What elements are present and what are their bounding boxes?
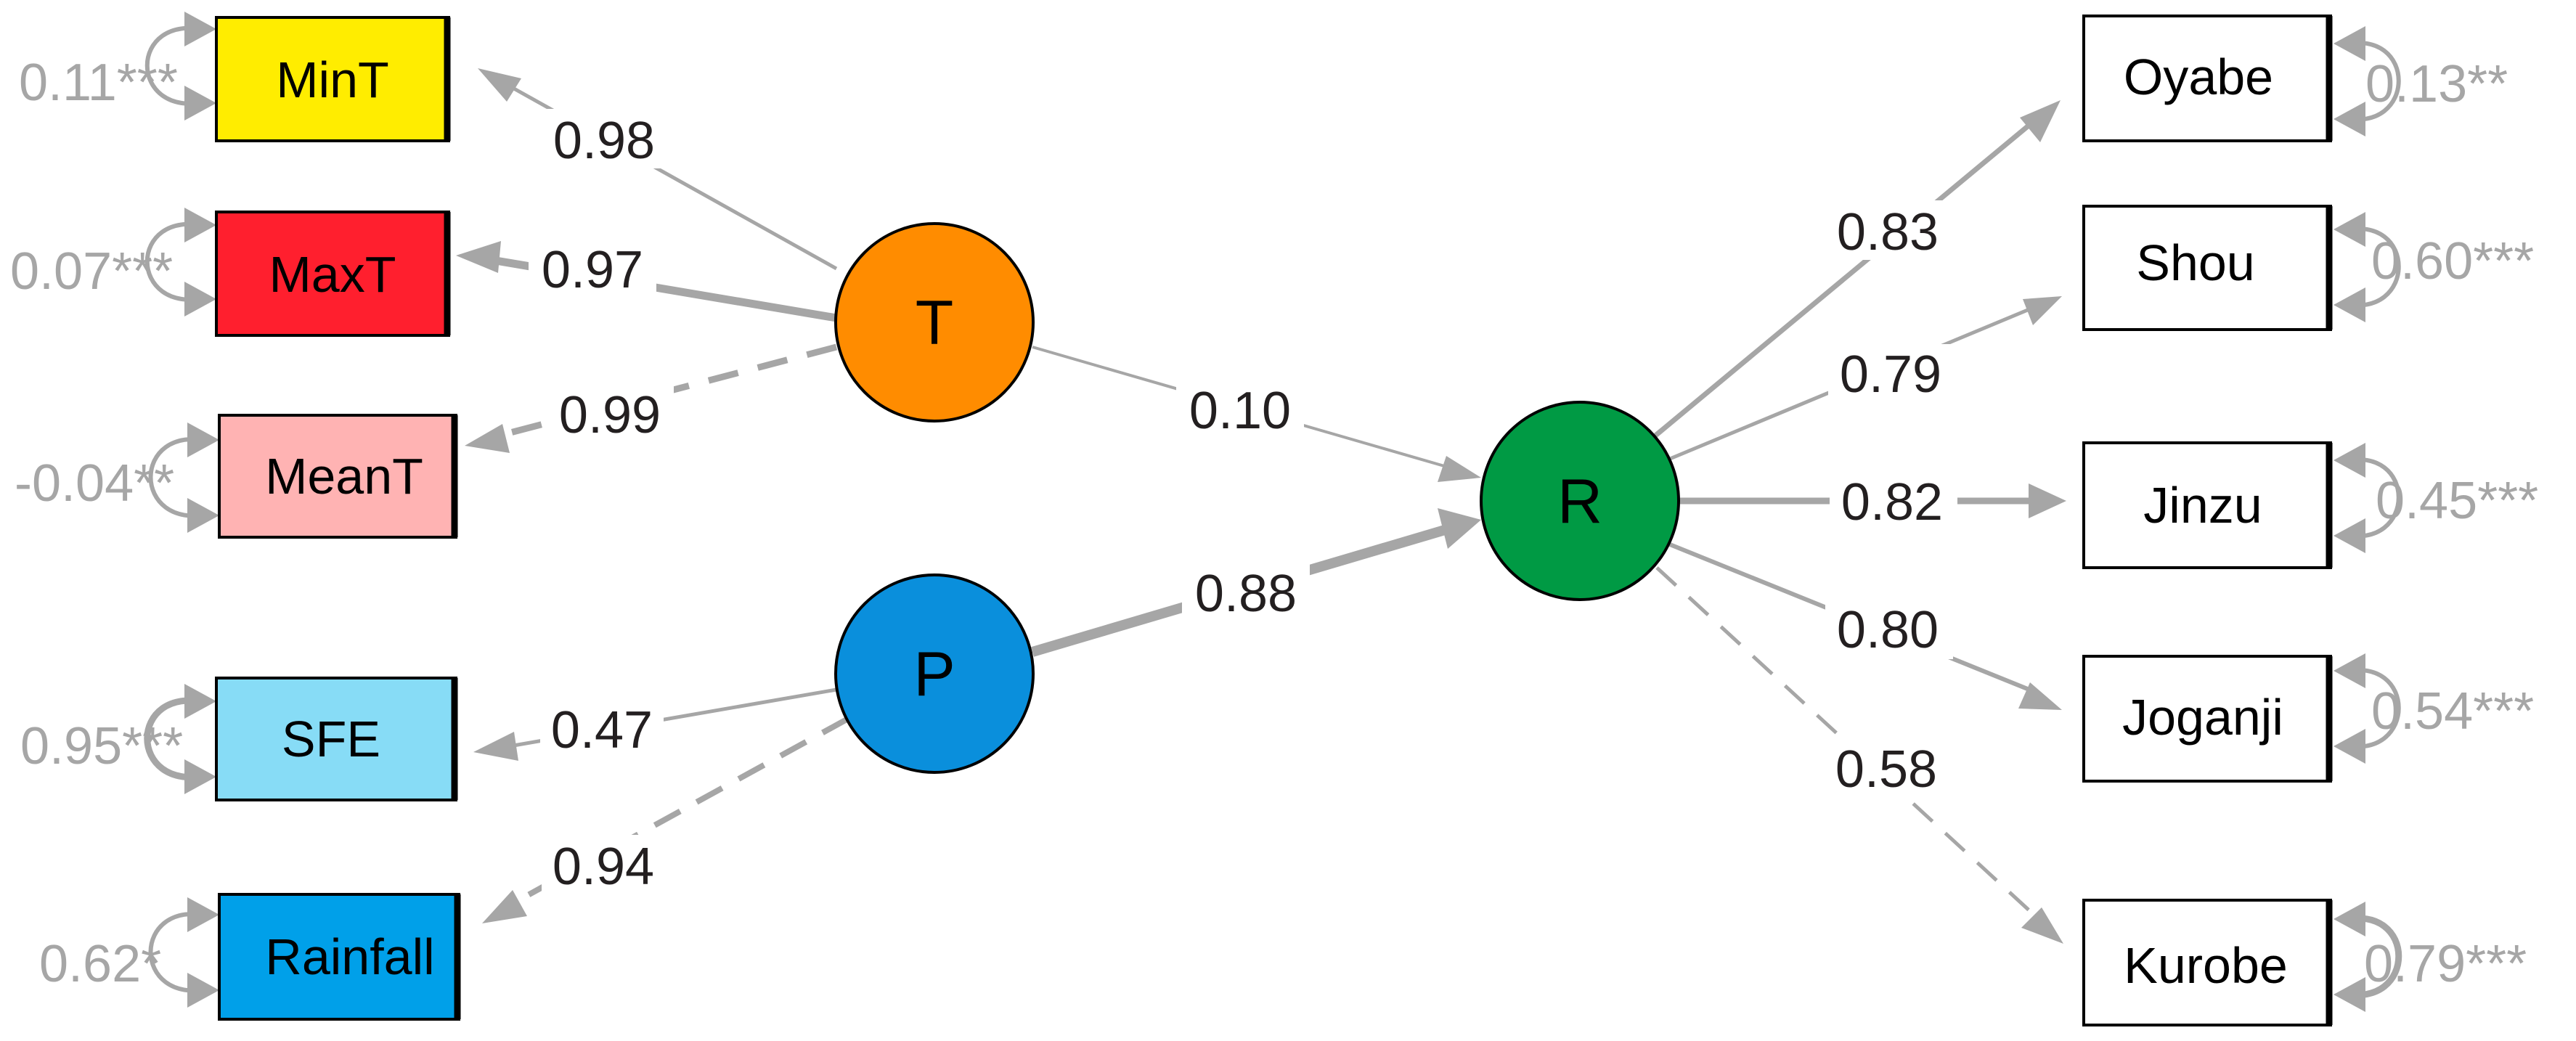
residual-jinzu: 0.45*** — [2376, 472, 2538, 530]
arrowhead-r-from-t — [1438, 456, 1481, 482]
label-kurobe: Kurobe — [2124, 937, 2288, 994]
indicator-box-maxt: MaxT — [215, 211, 451, 337]
residual-arrow-jinzu — [2334, 443, 2401, 553]
coef-r-jinzu: 0.82 — [1841, 473, 1943, 531]
residual-arrow-joganji — [2334, 653, 2401, 764]
arrowhead-kurobe — [2021, 907, 2063, 944]
coef-r-kurobe: 0.58 — [1835, 740, 1937, 799]
residual-arrow-sfe — [144, 684, 216, 794]
coef-p-r: 0.88 — [1195, 565, 1297, 623]
latent-node-t: T — [834, 222, 1035, 422]
indicator-box-rainfall: Rainfall — [218, 893, 461, 1021]
arrowhead-jinzu — [2029, 483, 2066, 518]
residual-rainfall: 0.62* — [39, 935, 161, 993]
residual-arrow-shou — [2334, 212, 2401, 322]
box-jinzu — [2082, 441, 2332, 569]
indicator-box-joganji: Joganji — [2082, 655, 2333, 783]
label-shou: Shou — [2136, 234, 2254, 291]
label-meant: MeanT — [265, 448, 423, 505]
arrowhead-sfe — [473, 732, 518, 761]
coef-p-sfe: 0.47 — [551, 701, 653, 759]
residual-mint: 0.11*** — [19, 54, 178, 112]
coef-r-joganji: 0.80 — [1837, 601, 1939, 659]
residual-meant: -0.04** — [15, 454, 174, 513]
circle-p — [834, 573, 1035, 774]
indicator-box-oyabe: Oyabe — [2082, 15, 2333, 142]
label-rainfall: Rainfall — [265, 928, 434, 985]
arrowhead-mint — [478, 68, 521, 102]
arrowhead-maxt — [456, 241, 501, 273]
indicator-box-jinzu: Jinzu — [2082, 441, 2333, 569]
path-line-r-oyabe — [1653, 120, 2035, 438]
residual-arrow-maxt — [144, 208, 216, 317]
label-sfe: SFE — [282, 711, 380, 767]
indicator-box-sfe: SFE — [215, 677, 458, 801]
box-meant — [218, 414, 457, 539]
residual-arrow-kurobe — [2334, 902, 2402, 1012]
arrowhead-oyabe — [2020, 100, 2061, 142]
label-oyabe: Oyabe — [2124, 49, 2273, 105]
residual-arrow-rainfall — [148, 897, 219, 1008]
circle-t — [834, 222, 1035, 422]
residual-shou: 0.60*** — [2371, 232, 2534, 290]
residual-oyabe: 0.13** — [2365, 55, 2508, 113]
path-line-p-rainfall — [507, 716, 849, 909]
indicator-box-shou: Shou — [2082, 205, 2333, 331]
indicator-box-mint: MinT — [215, 16, 451, 142]
indicator-box-meant: MeanT — [218, 414, 458, 539]
label-t: T — [916, 288, 954, 358]
coef-r-oyabe: 0.83 — [1837, 203, 1939, 261]
residual-joganji: 0.54*** — [2371, 682, 2534, 740]
coef-t-meant: 0.99 — [559, 386, 661, 444]
label-mint: MinT — [276, 52, 389, 108]
latent-node-r: R — [1480, 401, 1680, 601]
arrowhead-shou — [2023, 296, 2062, 325]
circle-r — [1480, 401, 1680, 601]
coef-t-mint: 0.98 — [553, 112, 655, 170]
coef-p-rainfall: 0.94 — [553, 838, 654, 896]
box-shou — [2082, 205, 2332, 331]
label-joganji: Joganji — [2122, 689, 2283, 746]
box-rainfall — [218, 893, 460, 1021]
latent-node-p: P — [834, 573, 1035, 774]
box-joganji — [2082, 655, 2332, 783]
box-kurobe — [2082, 899, 2332, 1026]
residual-maxt: 0.07*** — [10, 242, 173, 301]
label-r: R — [1557, 467, 1602, 536]
indicator-box-kurobe: Kurobe — [2082, 899, 2333, 1026]
box-oyabe — [2082, 15, 2332, 142]
arrowhead-r-from-p — [1438, 508, 1481, 549]
residual-arrow-meant — [148, 422, 219, 533]
box-sfe — [215, 677, 457, 801]
arrowhead-joganji — [2018, 682, 2062, 710]
residual-arrow-mint — [144, 12, 216, 121]
coef-t-maxt: 0.97 — [542, 241, 643, 299]
label-p: P — [913, 640, 955, 709]
residual-sfe: 0.95*** — [20, 717, 183, 775]
box-mint — [215, 16, 450, 142]
residual-arrow-oyabe — [2334, 26, 2401, 136]
label-jinzu: Jinzu — [2143, 477, 2262, 534]
residual-kurobe: 0.79*** — [2364, 935, 2527, 993]
coef-t-r: 0.10 — [1189, 382, 1291, 440]
label-maxt: MaxT — [269, 246, 396, 303]
arrowhead-meant — [465, 424, 510, 453]
arrowhead-rainfall — [482, 890, 527, 923]
coef-r-shou: 0.79 — [1840, 346, 1941, 404]
